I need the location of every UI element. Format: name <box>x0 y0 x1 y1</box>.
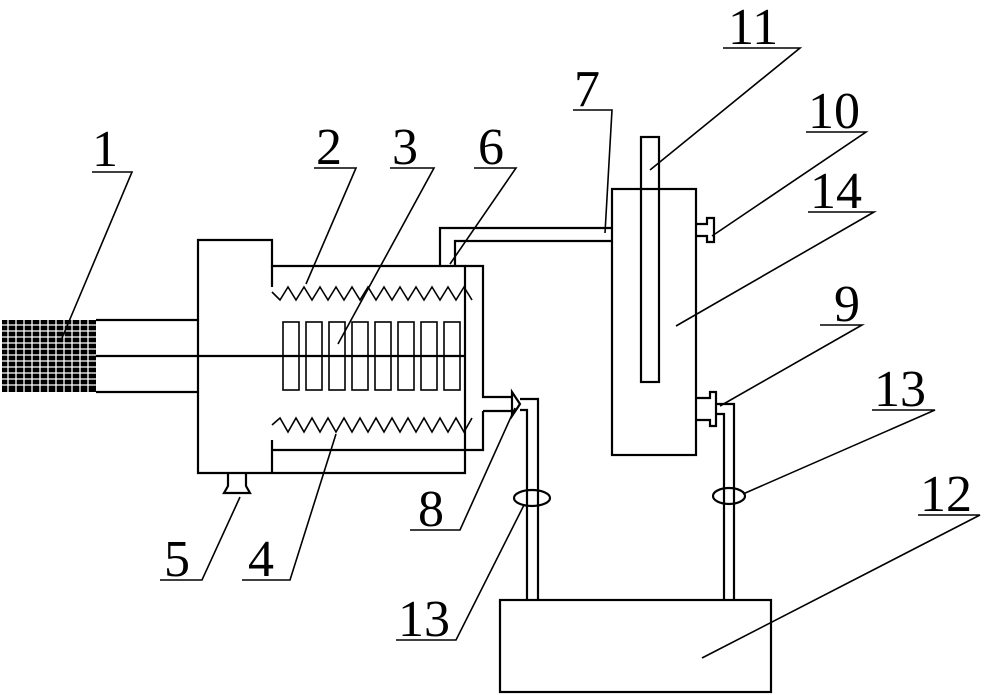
part-10-vent <box>696 216 716 244</box>
label-8: 8 <box>418 481 444 538</box>
label-6: 6 <box>478 119 504 176</box>
part-8-valve <box>510 388 522 420</box>
part-13-flow-meter-right <box>711 486 747 506</box>
return-pipe-left <box>520 397 540 600</box>
shaft-housing <box>96 318 198 394</box>
label-13-right: 13 <box>874 361 926 418</box>
label-7: 7 <box>574 61 600 118</box>
label-12: 12 <box>920 466 972 523</box>
label-2: 2 <box>316 119 342 176</box>
label-9: 9 <box>834 276 860 333</box>
part-labels: 1 2 3 6 7 11 10 14 9 13 12 8 5 4 13 <box>92 0 972 648</box>
part-2-upper-fins <box>271 285 473 302</box>
label-13-left: 13 <box>398 591 450 648</box>
label-5: 5 <box>164 531 190 588</box>
label-14: 14 <box>810 163 862 220</box>
outer-jacket-box <box>270 264 512 452</box>
label-3: 3 <box>392 119 418 176</box>
part-13-flow-meter-left <box>512 488 552 508</box>
leader-lines <box>61 47 981 659</box>
part-14-separator <box>610 187 698 457</box>
main-body-outline <box>196 238 467 475</box>
part-3-rotor-plates <box>282 321 461 391</box>
part-1-motor <box>2 320 96 392</box>
part-12-tank <box>498 598 773 694</box>
label-1: 1 <box>92 121 118 178</box>
label-10: 10 <box>808 83 860 140</box>
label-11: 11 <box>728 0 778 56</box>
part-11-tube <box>639 135 661 384</box>
part-5-drain <box>222 473 252 495</box>
label-4: 4 <box>248 531 274 588</box>
part-4-lower-fins <box>271 416 473 434</box>
outer-jacket <box>438 226 612 266</box>
part-9-outlet <box>696 390 718 428</box>
